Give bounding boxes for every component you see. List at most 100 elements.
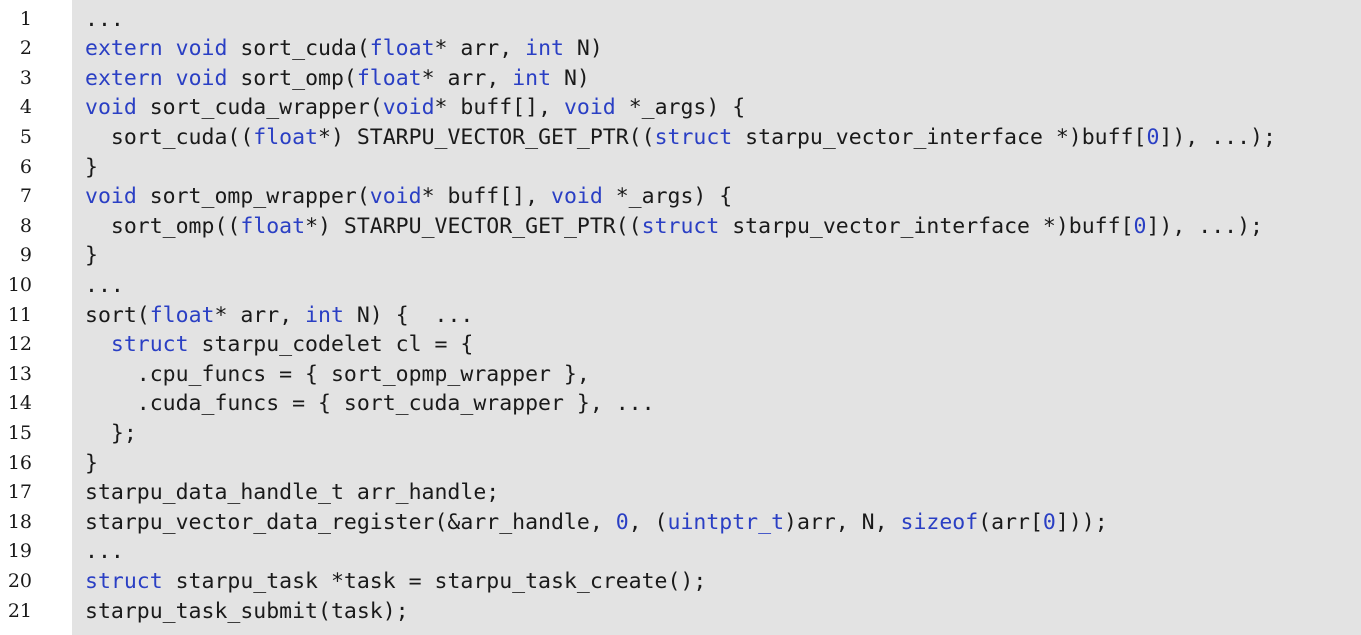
code-token: )arr, N,: [784, 509, 901, 535]
code-token: N): [551, 65, 590, 91]
code-token: ]), ...);: [1159, 124, 1276, 150]
code-text: starpu_task_submit(task);: [85, 597, 409, 627]
code-line: 10...: [0, 271, 1361, 301]
code-token: [85, 332, 111, 357]
code-keyword: void: [175, 65, 228, 91]
code-token: .cpu_funcs = { sort_opmp_wrapper },: [85, 361, 590, 387]
code-text: .cpu_funcs = { sort_opmp_wrapper },: [85, 360, 590, 390]
code-token: sort_cuda((: [85, 124, 254, 150]
code-token: N) { ...: [343, 302, 474, 328]
code-text: sort_cuda((float*) STARPU_VECTOR_GET_PTR…: [85, 123, 1276, 153]
code-line: 1...: [0, 5, 1361, 35]
code-keyword: void: [85, 95, 137, 121]
line-number: 14: [7, 392, 32, 415]
code-text: void sort_cuda_wrapper(void* buff[], voi…: [85, 93, 745, 123]
code-token: [163, 36, 176, 61]
code-token: [163, 66, 176, 91]
line-number: 10: [7, 273, 32, 296]
line-number: 16: [7, 451, 32, 474]
code-token: }: [85, 450, 98, 476]
code-token: * arr,: [421, 65, 513, 91]
code-token: * arr,: [434, 36, 526, 62]
line-number: 2: [19, 37, 32, 60]
code-token: starpu_vector_interface *)buff[: [732, 124, 1147, 150]
line-number: 12: [7, 333, 32, 356]
code-token: starpu_data_handle_t arr_handle;: [85, 480, 500, 506]
line-number: 11: [7, 303, 32, 326]
code-keyword: float: [356, 65, 422, 91]
code-text: ...: [85, 5, 124, 35]
code-line: 6}: [0, 153, 1361, 183]
code-token: * arr,: [214, 302, 306, 328]
code-token: , (: [628, 509, 668, 535]
code-keyword: void: [369, 184, 422, 210]
code-token: *) STARPU_VECTOR_GET_PTR((: [305, 213, 642, 239]
code-text: extern void sort_omp(float* arr, int N): [85, 64, 590, 94]
code-token: }: [85, 154, 98, 180]
code-token: ...: [85, 6, 124, 32]
code-token: sort_omp((: [85, 213, 241, 239]
code-line: 2 extern void sort_cuda(float* arr, int N…: [0, 34, 1361, 64]
code-token: *_args) {: [615, 95, 746, 121]
code-line: 3 extern void sort_omp(float* arr, int N): [0, 64, 1361, 94]
code-keyword: void: [563, 95, 616, 121]
code-token: N): [563, 36, 603, 62]
code-text: }: [85, 241, 98, 271]
code-token: starpu_vector_interface *)buff[: [719, 213, 1134, 239]
code-token: ]), ...);: [1146, 213, 1263, 239]
code-line: 8 sort_omp((float*) STARPU_VECTOR_GET_PT…: [0, 212, 1361, 242]
code-token: }: [85, 243, 98, 269]
code-keyword: int: [525, 36, 564, 62]
code-background: [72, 0, 1361, 635]
code-keyword: void: [382, 95, 435, 121]
code-token: starpu_task_submit(task);: [85, 598, 409, 624]
code-keyword: int: [305, 302, 344, 328]
code-text: .cuda_funcs = { sort_cuda_wrapper }, ...: [85, 389, 655, 419]
line-number: 9: [19, 244, 32, 267]
code-line: 5 sort_cuda((float*) STARPU_VECTOR_GET_P…: [0, 123, 1361, 153]
code-token: sort_omp(: [227, 65, 357, 91]
code-line: 12 struct starpu_codelet cl = {: [0, 330, 1361, 360]
code-token: starpu_codelet cl = {: [188, 332, 474, 358]
code-token: sort_cuda_wrapper(: [136, 95, 383, 121]
code-text: extern void sort_cuda(float* arr, int N): [85, 34, 603, 64]
line-number: 20: [7, 569, 32, 592]
code-line: 11 sort(float* arr, int N) { ...: [0, 301, 1361, 331]
line-number: 1: [19, 7, 32, 30]
code-text: ...: [85, 537, 124, 567]
code-keyword: float: [369, 36, 435, 62]
code-token: .cuda_funcs = { sort_cuda_wrapper }, ...: [85, 391, 655, 417]
code-line: 19...: [0, 537, 1361, 567]
code-token: starpu_vector_data_register(&arr_handle,: [85, 509, 616, 535]
code-token: sort_omp_wrapper(: [136, 184, 370, 210]
code-keyword: float: [149, 302, 215, 328]
code-keyword: struct: [654, 124, 733, 150]
code-token: ]));: [1055, 509, 1108, 535]
code-line: 15 };: [0, 419, 1361, 449]
code-token: };: [85, 420, 137, 446]
line-number: 6: [19, 155, 32, 178]
code-keyword: 0: [1146, 124, 1160, 150]
line-number: 13: [7, 362, 32, 385]
line-number: 5: [19, 125, 32, 148]
code-keyword: struct: [85, 568, 163, 594]
code-keyword: uintptr_t: [667, 509, 785, 535]
line-number: 15: [7, 421, 32, 444]
code-keyword: void: [175, 36, 228, 62]
code-text: starpu_vector_data_register(&arr_handle,…: [85, 508, 1108, 538]
code-keyword: sizeof: [900, 509, 979, 535]
code-token: *) STARPU_VECTOR_GET_PTR((: [318, 124, 655, 150]
code-token: sort_cuda(: [227, 36, 370, 62]
line-number: 3: [19, 66, 32, 89]
code-text: ...: [85, 271, 124, 301]
code-text: sort_omp((float*) STARPU_VECTOR_GET_PTR(…: [85, 212, 1263, 242]
code-text: };: [85, 419, 137, 449]
code-text: sort(float* arr, int N) { ...: [85, 301, 473, 331]
code-keyword: int: [512, 65, 552, 91]
code-keyword: struct: [110, 332, 189, 358]
code-text: }: [85, 449, 98, 479]
